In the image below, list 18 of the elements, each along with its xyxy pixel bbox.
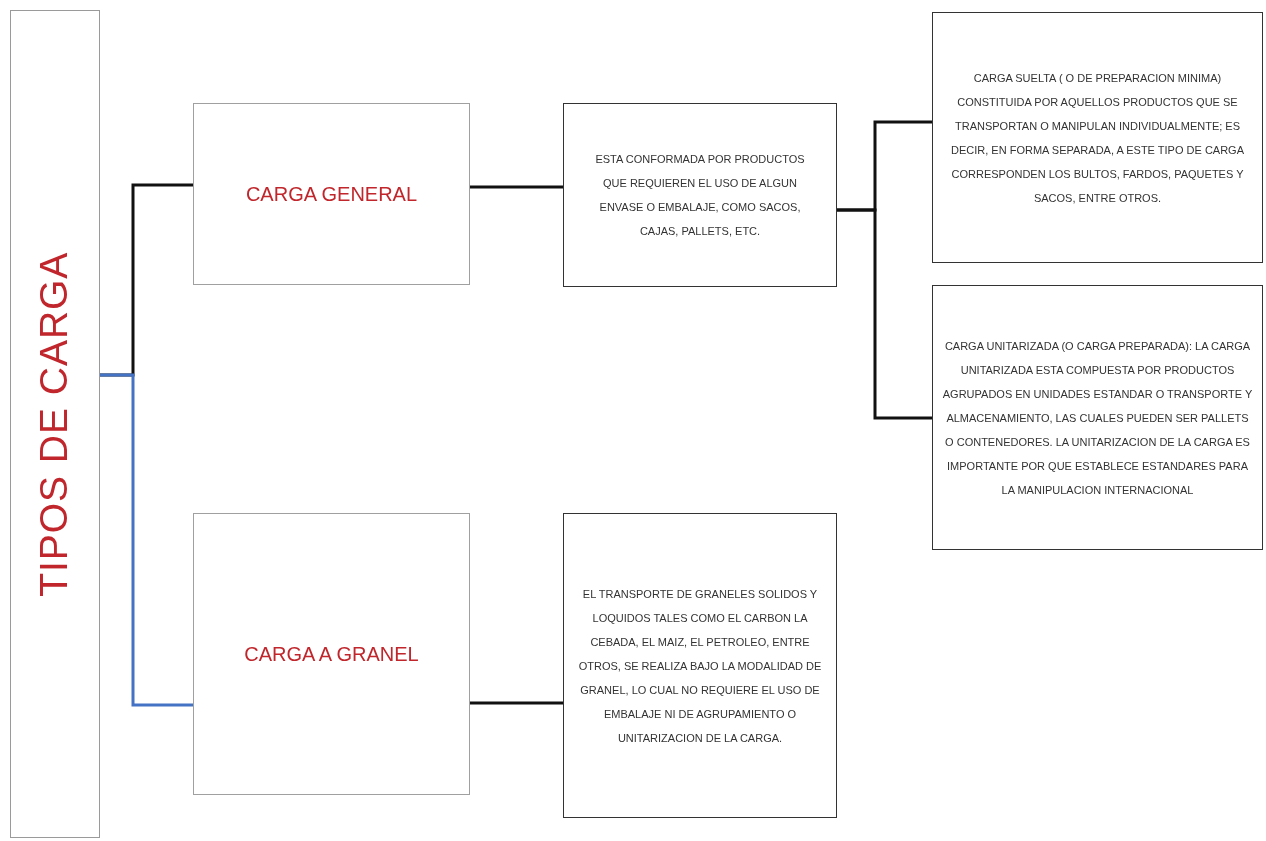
description-text: CARGA UNITARIZADA (O CARGA PREPARADA): LA CARGA UNITARIZADA ESTA COMPUESTA POR PRODUCTOS AGRUPADOS EN UNIDADES ESTANDAR O TRANSPORTE Y ALMACENAMIENTO, LAS CUALES PUEDEN SER PALLETS O CONTENEDORES. LA UNITARIZACION DE LA CARGA ES IMPORTANTE POR QUE ESTABLECE ESTANDARES PARA LA MANIPULACION INTERNACIONAL bbox=[941, 338, 1254, 498]
category-label: CARGA A GRANEL bbox=[244, 642, 419, 667]
description-box bbox=[563, 513, 837, 818]
title-text: TIPOS DE CARGA bbox=[31, 251, 77, 597]
connector-line bbox=[470, 701, 563, 705]
description-text: CARGA SUELTA ( O DE PREPARACION MINIMA) CONSTITUIDA POR AQUELLOS PRODUCTOS QUE SE TRANSPORTAN O MANIPULAN INDIVIDUALMENTE; ES DECIR, EN FORMA SEPARADA, A ESTE TIPO DE CARGA CORRESPONDEN LOS BULTOS, FARDOS, PAQUETES Y SACOS, ENTRE OTROS. bbox=[950, 70, 1245, 206]
category-label: CARGA GENERAL bbox=[245, 182, 418, 207]
connector-line bbox=[837, 208, 932, 420]
title-box bbox=[10, 10, 100, 838]
description-text: ESTA CONFORMADA POR PRODUCTOS QUE REQUIEREN EL USO DE ALGUN ENVASE O EMBALAJE, COMO SACOS, CAJAS, PALLETS, ETC. bbox=[594, 152, 806, 239]
description-box bbox=[563, 103, 837, 287]
category-box bbox=[193, 103, 470, 285]
description-text: EL TRANSPORTE DE GRANELES SOLIDOS Y LOQUIDOS TALES COMO EL CARBON LA CEBADA, EL MAIZ, EL PETROLEO, ENTRE OTROS, SE REALIZA BAJO LA MODALIDAD DE GRANEL, LO CUAL NO REQUIERE EL USO DE EMBALAJE NI DE AGRUPAMIENTO O UNITARIZACION DE LA CARGA. bbox=[577, 586, 823, 746]
description-box bbox=[932, 12, 1263, 263]
description-box bbox=[932, 285, 1263, 550]
category-box bbox=[193, 513, 470, 795]
connector-line bbox=[100, 373, 193, 707]
connector-line bbox=[470, 185, 563, 189]
